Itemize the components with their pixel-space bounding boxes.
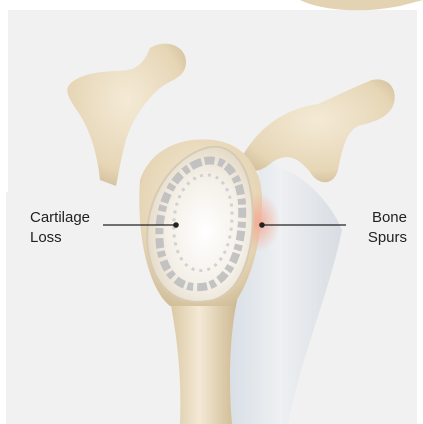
spurs-label-line2: Spurs bbox=[368, 228, 407, 248]
top-bone-fragment bbox=[300, 0, 423, 10]
acromion bbox=[240, 79, 395, 182]
cartilage-label-line1: Cartilage bbox=[30, 208, 90, 228]
spurs-leader-dot bbox=[259, 222, 265, 228]
cartilage-leader-dot bbox=[173, 222, 179, 228]
cartilage-label-line2: Loss bbox=[30, 228, 90, 248]
cartilage-loss-label: Cartilage Loss bbox=[30, 208, 90, 248]
bone-spurs-label: Bone Spurs bbox=[368, 208, 407, 248]
spurs-label-line1: Bone bbox=[368, 208, 407, 228]
humerus-shaft bbox=[168, 290, 238, 424]
